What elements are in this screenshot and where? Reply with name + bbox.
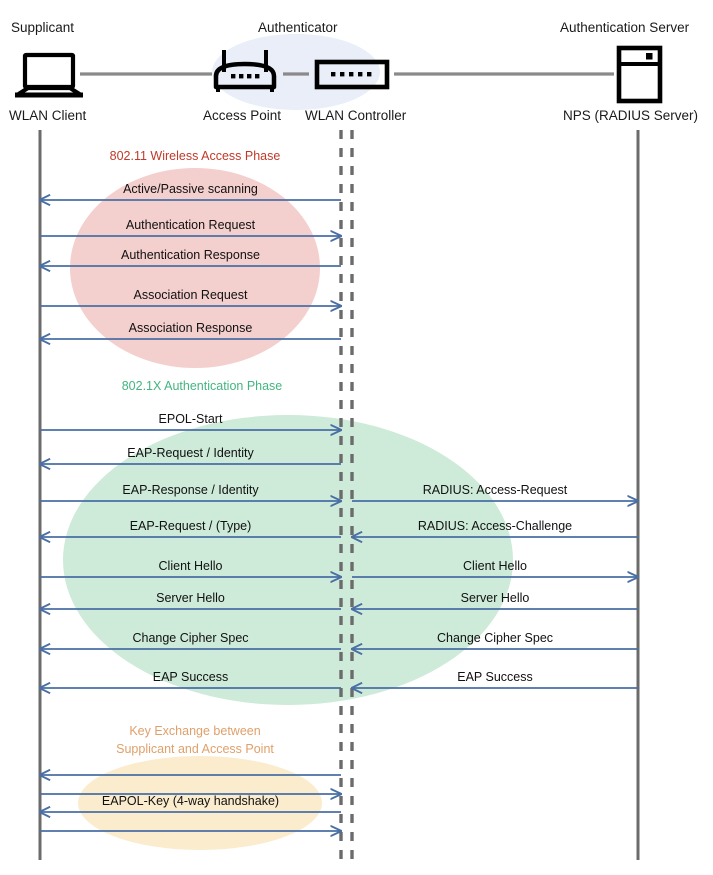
message-label: EAPOL-Key (4-way handshake)	[101, 794, 280, 808]
message-label: Change Cipher Spec	[436, 631, 554, 645]
message-label: Client Hello	[463, 559, 527, 573]
message-label: EAP-Request / Identity	[127, 446, 254, 460]
message-label: Association Request	[133, 288, 248, 302]
wireless-phase-blob	[70, 168, 320, 368]
actor-device-access-point: Access Point	[203, 108, 282, 123]
phase-label-dot1x-authentication: 802.1X Authentication Phase	[121, 379, 283, 393]
message-label: Active/Passive scanning	[123, 182, 258, 196]
lifelines	[38, 130, 640, 860]
phase-label-key-exchange-line2: Supplicant and Access Point	[116, 742, 274, 756]
actor-role-authentication-server: Authentication Server	[560, 20, 690, 35]
actor-role-authenticator: Authenticator	[258, 20, 338, 35]
network-switch-icon	[314, 59, 390, 90]
message-arrows	[40, 200, 638, 831]
authenticator-group-blob	[212, 34, 380, 110]
phase-label-key-exchange-line1: Key Exchange between	[129, 724, 261, 738]
actor-device-nps-radius-server: NPS (RADIUS Server)	[563, 108, 699, 123]
actor-device-wlan-client: WLAN Client	[9, 108, 87, 123]
message-label: EAP-Request / (Type)	[129, 519, 252, 533]
message-label: EAP-Response / Identity	[122, 483, 259, 497]
message-label: Authentication Response	[121, 248, 260, 262]
message-label: Change Cipher Spec	[132, 631, 249, 645]
server-rack-icon	[616, 45, 663, 104]
actor-role-supplicant: Supplicant	[11, 20, 75, 35]
phase-label-wireless-access: 802.11 Wireless Access Phase	[109, 149, 281, 163]
message-label: RADIUS: Access-Challenge	[417, 519, 573, 533]
message-label: Server Hello	[460, 591, 530, 605]
message-label: RADIUS: Access-Request	[422, 483, 568, 497]
message-label: Client Hello	[158, 559, 223, 573]
message-label: EPOL-Start	[158, 412, 223, 426]
message-label: Association Response	[128, 321, 253, 335]
message-label: Authentication Request	[125, 218, 256, 232]
laptop-icon	[14, 52, 84, 98]
actor-device-wlan-controller: WLAN Controller	[305, 108, 407, 123]
message-label: Server Hello	[156, 591, 225, 605]
wireless-access-point-icon	[213, 50, 277, 92]
phase-backgrounds	[63, 168, 513, 850]
dot1x-phase-blob	[63, 415, 513, 705]
message-label: EAP Success	[152, 670, 229, 684]
message-label: EAP Success	[457, 670, 533, 684]
key-phase-blob	[78, 756, 322, 850]
